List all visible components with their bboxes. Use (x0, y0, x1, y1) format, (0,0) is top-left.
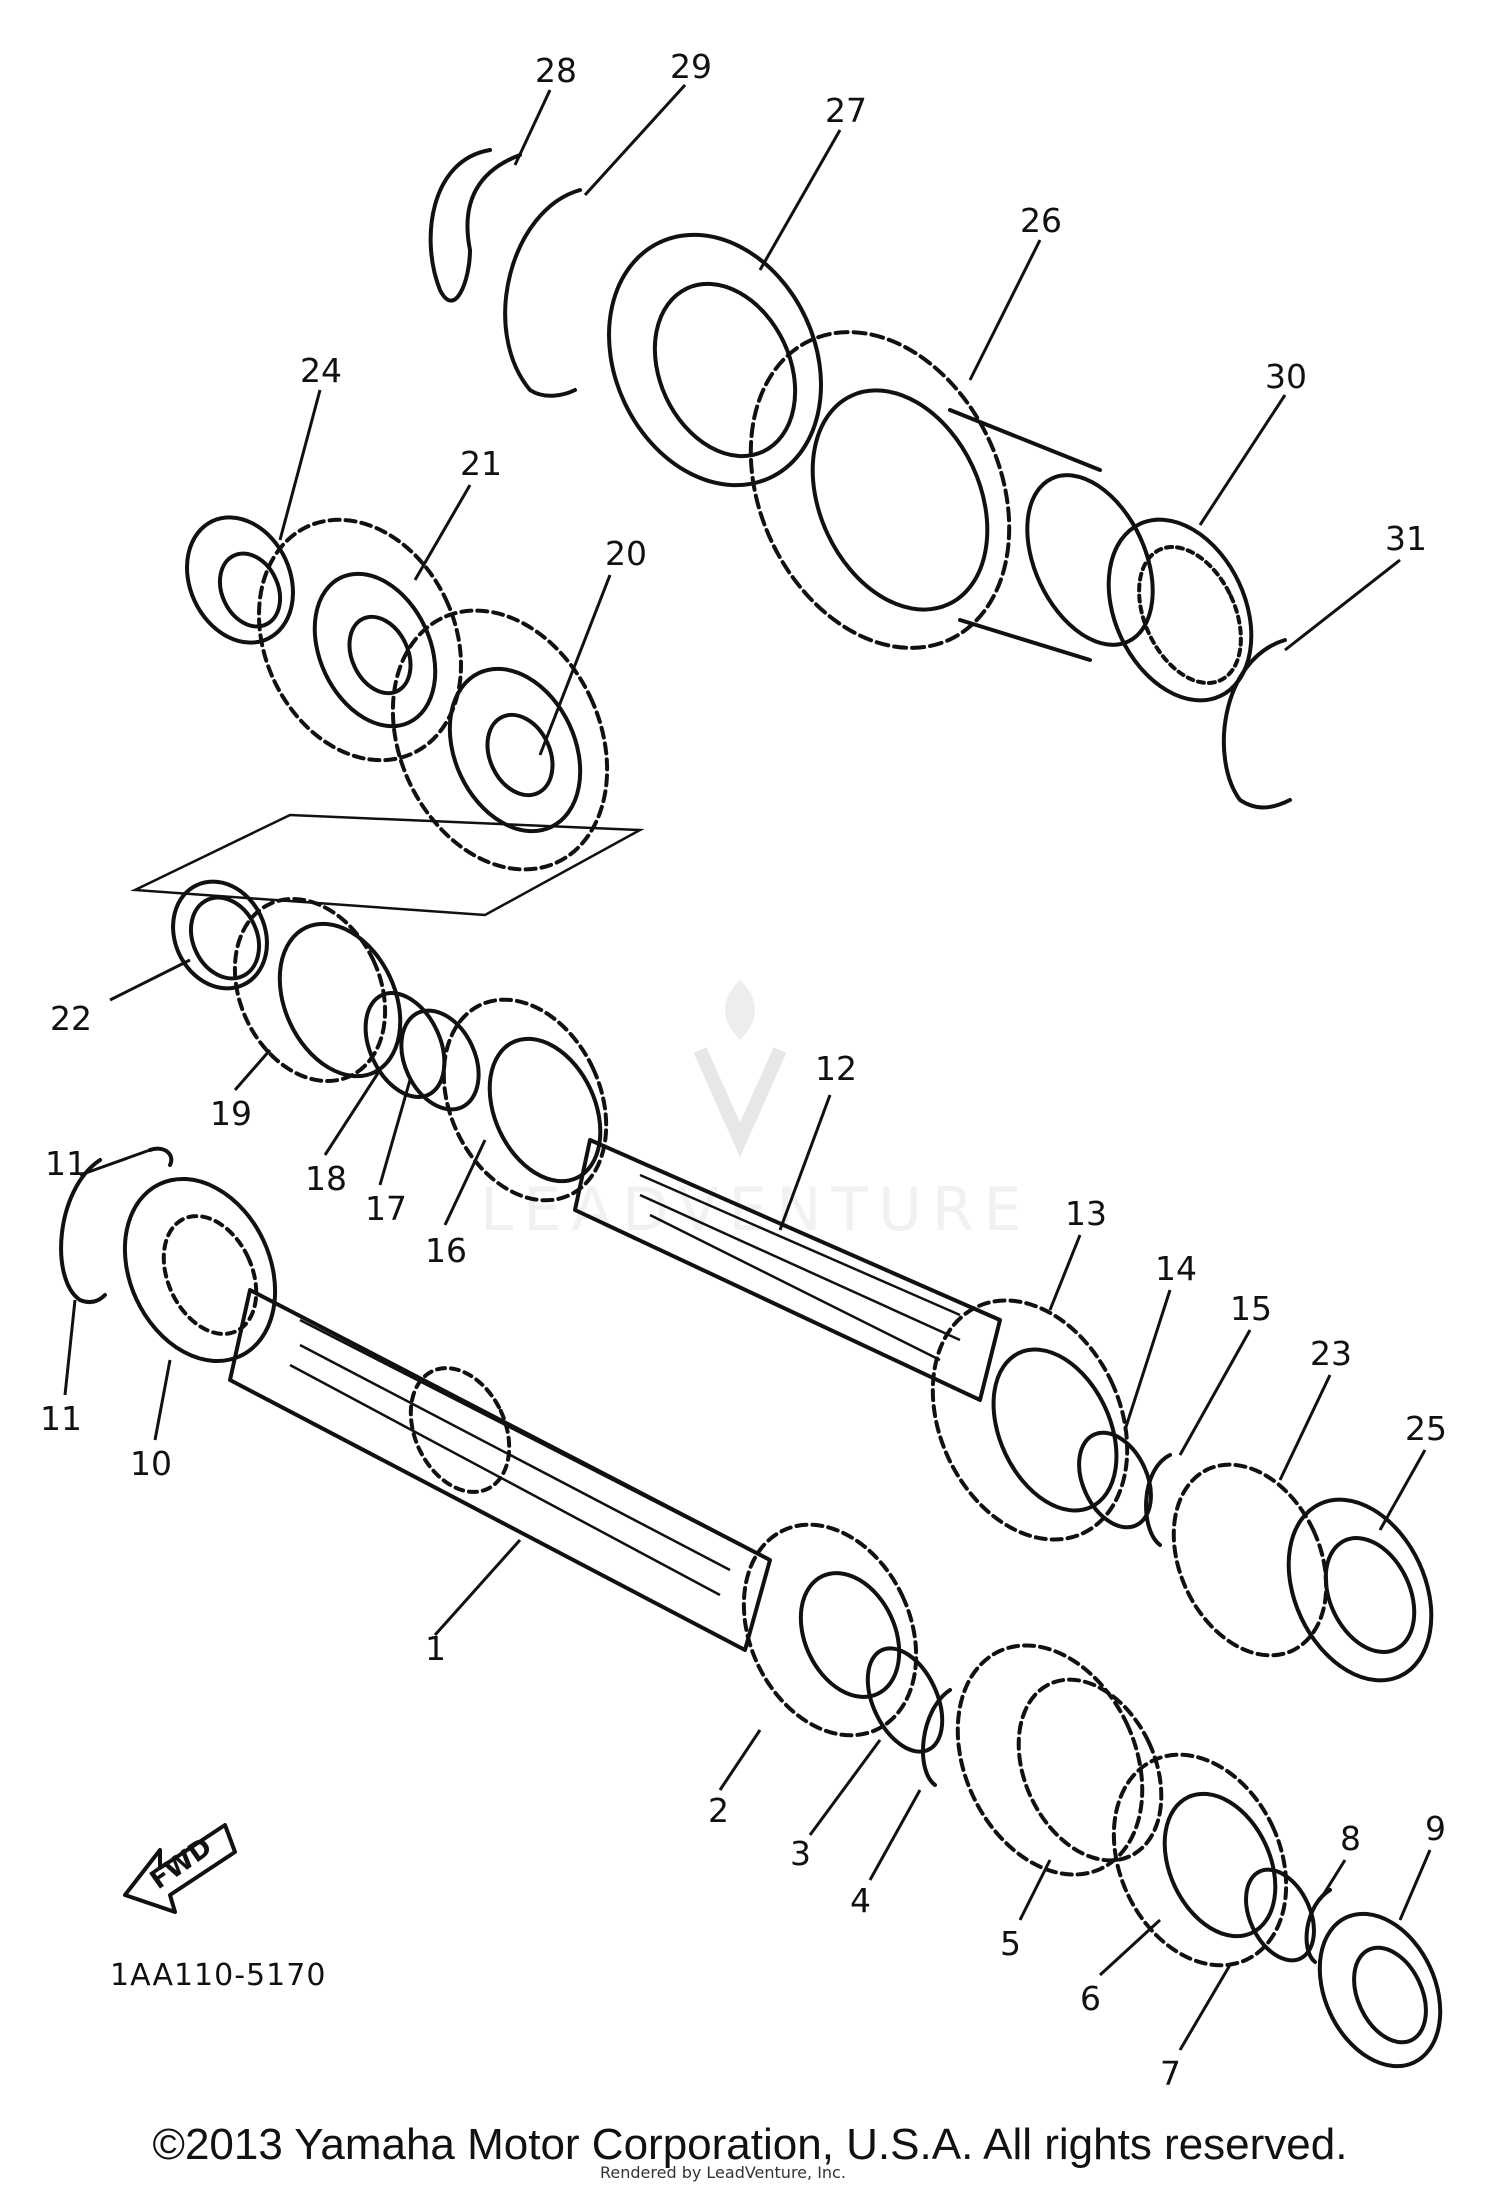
part-18-bushing (363, 991, 447, 1099)
part-25-bearing (1286, 1497, 1434, 1683)
callout-8: 8 (1340, 1819, 1361, 1858)
callout-31: 31 (1385, 519, 1427, 558)
part-29-ring (503, 188, 582, 398)
part-21-gear (256, 517, 464, 763)
part-27-bearing (607, 232, 823, 488)
part-19-gear (232, 896, 403, 1084)
callout-7: 7 (1160, 2054, 1181, 2093)
part-9-bearing (1317, 1911, 1443, 2069)
part-8-circlip (1304, 1888, 1332, 1964)
part-14-washer (1077, 1430, 1153, 1530)
callout-14: 14 (1155, 1249, 1197, 1288)
part-15-circlip (1144, 1453, 1172, 1547)
rendered-by-text: Rendered by LeadVenture, Inc. (600, 2163, 846, 2182)
callout-22: 22 (50, 999, 92, 1038)
part-7-washer (1244, 1867, 1316, 1963)
part-6-gear (1111, 1752, 1289, 1968)
callout-19: 19 (210, 1094, 252, 1133)
reference-box (130, 813, 645, 917)
part-5-gear (955, 1643, 1164, 1877)
callout-16: 16 (425, 1231, 467, 1270)
callout-27: 27 (825, 91, 867, 130)
watermark-logo: LEADVENTURE (480, 980, 1032, 1245)
part-16-gear (441, 997, 609, 1203)
callout-15: 15 (1230, 1289, 1272, 1328)
callout-2: 2 (708, 1791, 729, 1830)
copyright-notice: ©2013 Yamaha Motor Corporation, U.S.A. A… (152, 2120, 1348, 2169)
part-11-circlip (59, 1146, 174, 1305)
callout-3: 3 (790, 1834, 811, 1873)
callout-11-bottom: 11 (40, 1399, 82, 1438)
callout-25: 25 (1405, 1409, 1447, 1448)
leader-lines (63, 83, 1432, 2051)
part-26-gear-shaft (748, 330, 1155, 662)
part-31-circlip (1221, 638, 1292, 810)
callout-6: 6 (1080, 1979, 1101, 2018)
part-17-washer (399, 1008, 481, 1112)
part-2-gear (741, 1522, 919, 1738)
callout-12: 12 (815, 1049, 857, 1088)
part-1-drive-axle (228, 1288, 772, 1652)
part-13-gear (930, 1298, 1130, 1542)
callout-24: 24 (300, 351, 342, 390)
callout-21: 21 (460, 444, 502, 483)
part-22-washer (171, 879, 269, 991)
callout-28: 28 (535, 51, 577, 90)
callout-30: 30 (1265, 357, 1307, 396)
part-24-bearing (185, 515, 295, 645)
callout-11-top: 11 (45, 1144, 87, 1183)
callout-1: 1 (425, 1629, 446, 1668)
callout-4: 4 (850, 1881, 871, 1920)
callout-18: 18 (305, 1159, 347, 1198)
part-28-circlip (428, 148, 522, 303)
part-20-gear (390, 608, 610, 872)
part-30-needle-bearing (1106, 517, 1254, 703)
callout-20: 20 (605, 534, 647, 573)
callout-29: 29 (670, 47, 712, 86)
part-23-gear (1171, 1462, 1329, 1658)
callout-13: 13 (1065, 1194, 1107, 1233)
callout-17: 17 (365, 1189, 407, 1228)
callout-labels: 1 2 3 4 5 6 7 8 9 10 11 11 12 13 14 15 1… (40, 47, 1447, 2093)
part-10-bearing (122, 1176, 278, 1364)
part-12-main-axle (573, 1138, 1002, 1402)
callout-23: 23 (1310, 1334, 1352, 1373)
part-code: 1AA110-5170 (110, 1958, 326, 1993)
part-4-circlip (921, 1688, 952, 1787)
watermark-text: LEADVENTURE (480, 1175, 1032, 1245)
callout-5: 5 (1000, 1924, 1021, 1963)
callout-10: 10 (130, 1444, 172, 1483)
part-3-washer (865, 1646, 945, 1754)
callout-9: 9 (1425, 1809, 1446, 1848)
fwd-arrow-icon: FWD (123, 1823, 237, 1914)
callout-26: 26 (1020, 201, 1062, 240)
